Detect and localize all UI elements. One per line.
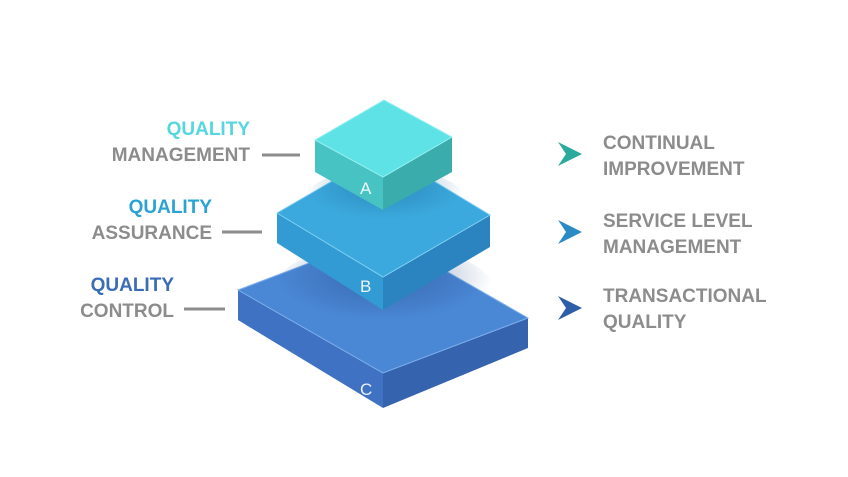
- label-c-subtitle: CONTROL: [80, 301, 174, 322]
- outcome-c-line1: TRANSACTIONAL: [603, 286, 767, 307]
- chevron-right-icon: [558, 142, 582, 166]
- block-a: A: [313, 99, 454, 210]
- block-b-letter: B: [360, 277, 371, 296]
- outcome-b-line1: SERVICE LEVEL: [603, 211, 753, 232]
- block-a-letter: A: [360, 179, 372, 198]
- label-a-subtitle: MANAGEMENT: [112, 145, 251, 166]
- label-b-title: QUALITY: [129, 197, 213, 218]
- label-a-title: QUALITY: [167, 119, 251, 140]
- outcome-c-line2: QUALITY: [603, 312, 687, 333]
- chevron-right-icon: [558, 220, 582, 244]
- outcome-a-line1: CONTINUAL: [603, 133, 715, 154]
- block-c-letter: C: [360, 380, 372, 399]
- outcome-b-line2: MANAGEMENT: [603, 237, 742, 258]
- chevron-right-icon: [558, 296, 582, 320]
- outcome-a-line2: IMPROVEMENT: [603, 159, 745, 180]
- label-c-title: QUALITY: [91, 275, 175, 296]
- label-b-subtitle: ASSURANCE: [92, 223, 212, 244]
